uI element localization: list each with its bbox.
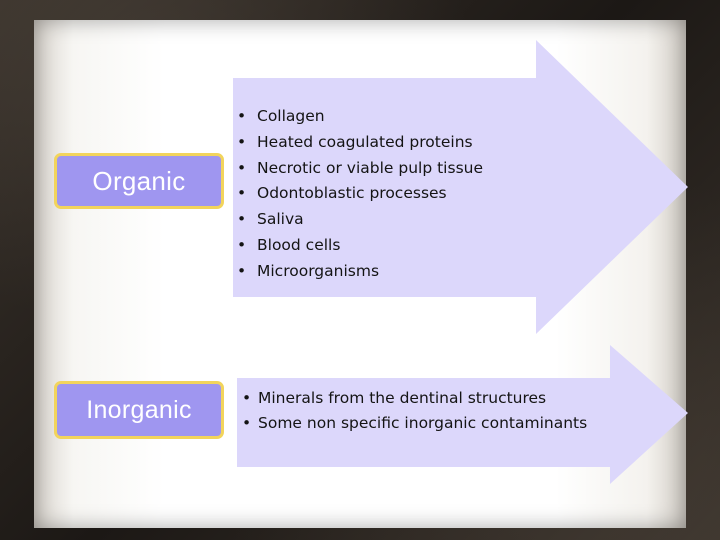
organic-label: Organic <box>54 153 224 209</box>
bullet: • <box>242 414 252 432</box>
bullet: • <box>237 184 247 203</box>
bullet: • <box>237 235 247 254</box>
list-item: • Microorganisms <box>237 259 483 285</box>
bullet: • <box>237 132 247 151</box>
list-item-text: Blood cells <box>257 235 341 254</box>
inorganic-label-text: Inorganic <box>86 395 192 424</box>
list-item-text: Saliva <box>257 210 304 229</box>
list-item: • Minerals from the dentinal structures <box>242 386 587 411</box>
list-item-text: Collagen <box>257 107 325 125</box>
bullet: • <box>242 389 252 407</box>
organic-label-text: Organic <box>92 165 186 196</box>
list-item-text: Heated coagulated proteins <box>257 132 473 151</box>
organic-arrow <box>233 40 688 334</box>
list-item-text: Minerals from the dentinal structures <box>258 389 547 407</box>
list-item: • Odontoblastic processes <box>237 181 483 207</box>
inorganic-label: Inorganic <box>54 381 224 439</box>
list-item-text: Odontoblastic processes <box>257 184 447 203</box>
inorganic-items-list: • Minerals from the dentinal structures •… <box>242 386 587 436</box>
bullet: • <box>237 261 247 280</box>
list-item: • Heated coagulated proteins <box>237 130 483 156</box>
list-item: • Necrotic or viable pulp tissue <box>237 156 483 182</box>
list-item-text: Necrotic or viable pulp tissue <box>257 158 483 177</box>
list-item: • Blood cells <box>237 233 483 259</box>
inorganic-arrow <box>237 345 688 484</box>
organic-items-list: • Collagen • Heated coagulated proteins • N… <box>237 104 483 285</box>
list-item: • Saliva <box>237 207 483 233</box>
list-item: • Collagen <box>237 104 483 130</box>
list-item: • Some non specific inorganic contaminant… <box>242 411 587 436</box>
bullet: • <box>237 158 247 177</box>
list-item-text: Microorganisms <box>257 261 380 280</box>
list-item-text: Some non specific inorganic contaminants <box>258 414 588 432</box>
bullet: • <box>237 107 247 125</box>
bullet: • <box>237 210 247 229</box>
